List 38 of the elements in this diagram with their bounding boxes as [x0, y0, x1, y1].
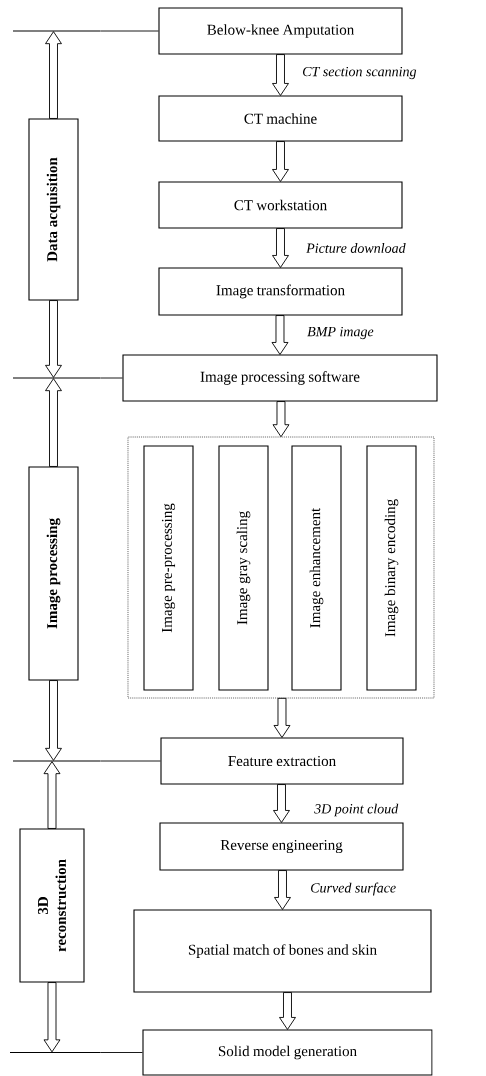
hollow-arrow	[43, 761, 61, 829]
edge-label: BMP image	[306, 325, 375, 341]
hollow-arrow	[273, 784, 290, 823]
step-box: Image binary encoding	[366, 445, 417, 691]
process-box: Reverse engineering	[159, 822, 404, 871]
phase-box: 3D reconstruction	[19, 828, 85, 983]
dotted-frame	[127, 436, 435, 699]
hollow-arrow	[45, 378, 62, 467]
hollow-arrow	[45, 680, 62, 761]
hollow-arrow	[272, 228, 289, 268]
hollow-arrow	[274, 870, 291, 910]
hollow-arrow	[272, 141, 289, 182]
edge-label: Picture download	[305, 242, 407, 254]
hollow-arrow	[271, 315, 289, 355]
step-box: Image pre-processing	[143, 445, 194, 691]
process-box: Image processing software	[122, 354, 438, 402]
process-box: Solid model generation	[142, 1029, 433, 1076]
hollow-arrow	[279, 992, 296, 1030]
hollow-arrow	[43, 982, 61, 1053]
process-box: Below-knee Amputation	[158, 7, 403, 55]
process-box: Feature extraction	[160, 737, 404, 785]
hollow-arrow	[272, 401, 290, 438]
process-box: CT workstation	[158, 181, 403, 229]
phase-box: Data acquisition	[28, 118, 79, 301]
step-box: Image gray scaling	[218, 445, 269, 691]
divider-line	[10, 1052, 100, 1053]
hollow-arrow	[45, 31, 62, 119]
edge-label: Curved surface	[309, 881, 398, 897]
hollow-arrow	[45, 300, 62, 378]
step-box: Image enhancement	[291, 445, 342, 691]
edge-label: 3D point cloud	[313, 802, 400, 818]
process-box: CT machine	[158, 95, 403, 142]
process-box: Spatial match of bones and skin	[133, 909, 432, 993]
phase-box: Image processing	[28, 466, 79, 681]
edge-label: CT section scanning	[301, 65, 418, 81]
hollow-arrow	[273, 697, 291, 738]
hollow-arrow	[272, 54, 289, 96]
process-box: Image transformation	[158, 267, 403, 316]
